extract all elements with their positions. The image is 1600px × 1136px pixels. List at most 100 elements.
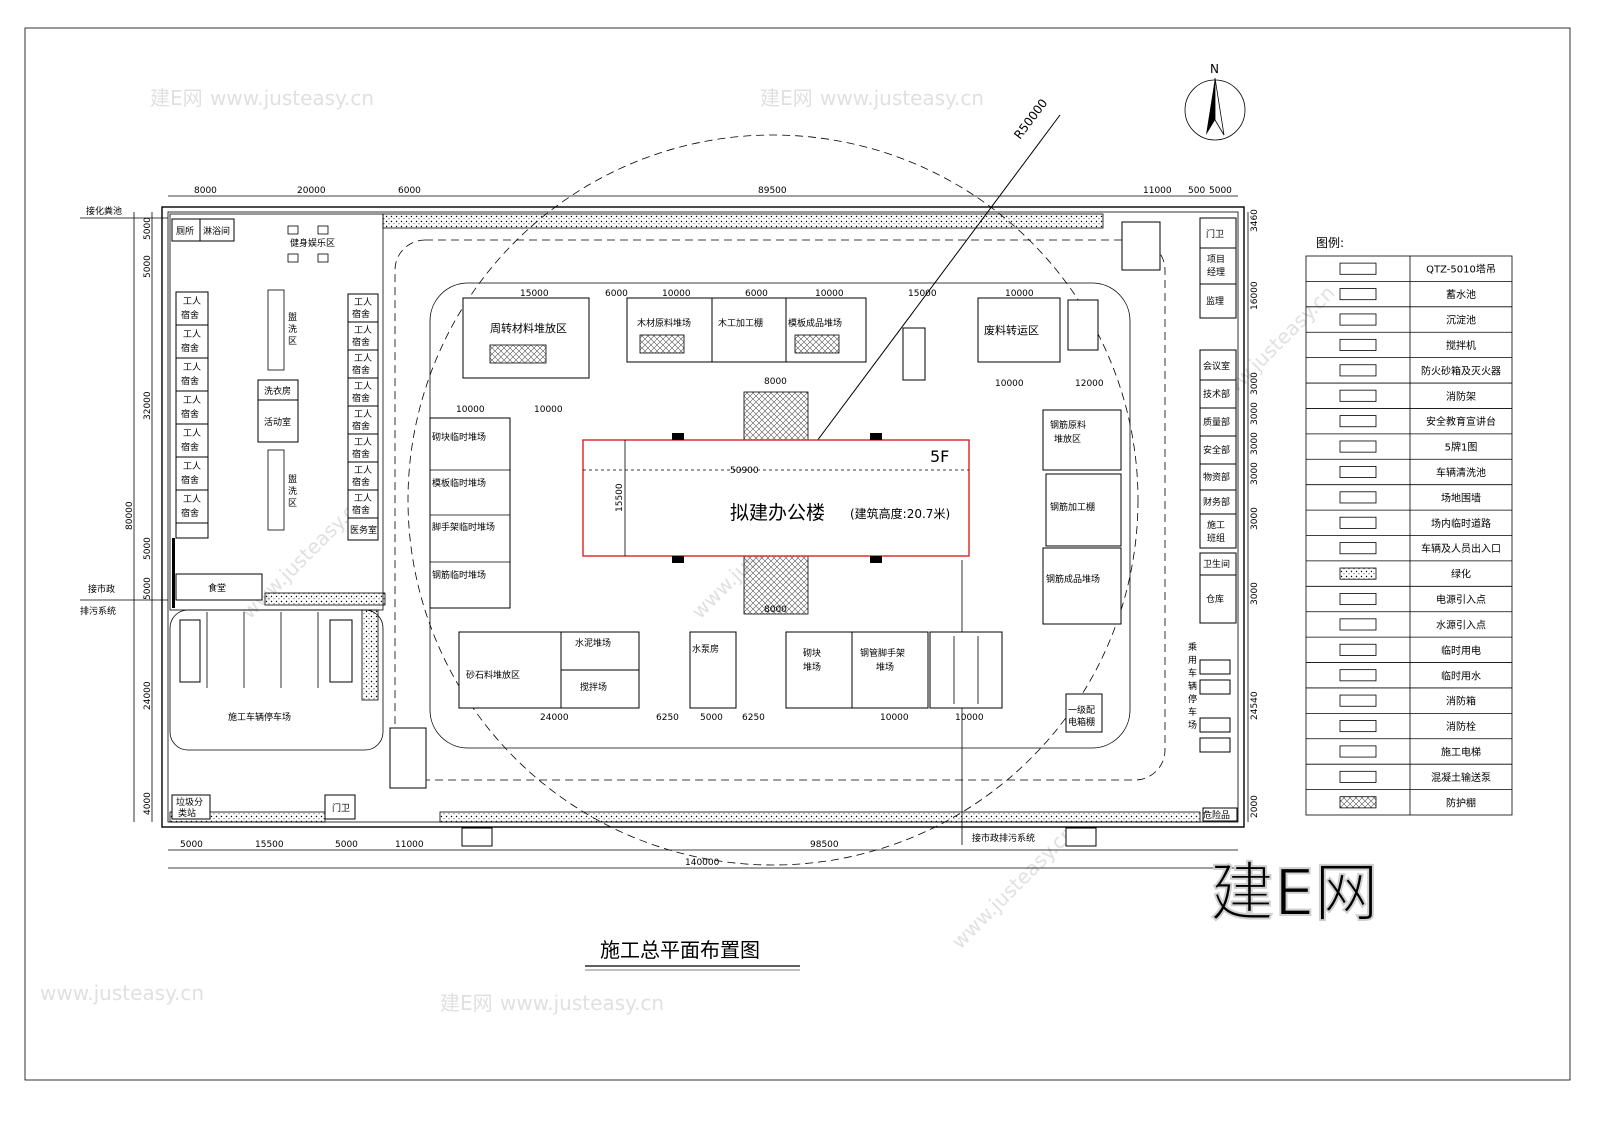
legend-label: 场内临时道路	[1431, 517, 1491, 530]
zone-label: 钢筋成品堆场	[1046, 573, 1100, 585]
legend: 图例: QTZ-5010塔吊蓄水池沉淀池搅拌机防火砂箱及灭火器消防架安全教育宣讲…	[1305, 236, 1513, 816]
legend-label: 5牌1图	[1445, 441, 1478, 454]
legend-label: 沉淀池	[1446, 314, 1476, 327]
zone-label: 周转材料堆放区	[490, 321, 567, 335]
watermark-site: www.justeasy.cn	[40, 981, 204, 1005]
legend-label: 水源引入点	[1436, 618, 1486, 631]
excavator-icon	[329, 619, 353, 683]
dorm-label: 宿舍	[181, 309, 199, 321]
dim-label: 24540	[1250, 691, 1260, 720]
wash-label: 盥	[288, 311, 297, 323]
dim-label: 98500	[810, 840, 839, 850]
zone-label: 模板成品堆场	[788, 317, 842, 329]
dim-label: 5000	[1209, 186, 1232, 196]
legend-label: 绿化	[1451, 568, 1471, 581]
zone-label: 堆场	[876, 662, 894, 673]
legend-symbol	[1339, 440, 1377, 453]
dim-label: 5000	[700, 713, 723, 723]
dim-label: 32000	[143, 391, 153, 420]
zone-label: 木工加工棚	[718, 317, 763, 329]
vehicle-wash-pool	[1121, 221, 1161, 271]
watermark-logo: 建E网	[760, 86, 813, 110]
activity-label: 活动室	[264, 416, 291, 428]
legend-label: 消防箱	[1446, 695, 1476, 708]
zone-label: 搅拌场	[580, 681, 607, 693]
dim-label: 500	[1188, 186, 1205, 196]
legend-symbol	[1339, 567, 1377, 580]
dims-right: 3460 16000 3000 3000 3000 3000 3000 3000…	[1247, 209, 1260, 822]
svg-text:车: 车	[1188, 667, 1197, 679]
office-label: 施工	[1207, 519, 1225, 531]
legend-label: 消防架	[1446, 390, 1476, 403]
dorm-label: 宿舍	[352, 336, 370, 348]
svg-text:辆: 辆	[1188, 680, 1197, 692]
zone-label: 钢筋原料	[1050, 419, 1086, 431]
legend-symbol	[1339, 338, 1377, 351]
dim-label: 10000	[815, 289, 844, 299]
dim-label: 8000	[764, 377, 787, 387]
concrete-pump	[902, 327, 926, 381]
canteen	[175, 573, 263, 601]
building-height: (建筑高度:20.7米)	[850, 506, 950, 521]
truck-icon	[179, 619, 201, 683]
clinic-label: 医务室	[350, 524, 377, 536]
dorm-label: 工人	[183, 296, 201, 307]
dorm-label: 宿舍	[352, 504, 370, 516]
legend-label: 搅拌机	[1446, 339, 1476, 352]
material-zones-bottom: 砂石料堆放区 水泥堆场 搅拌场 水泵房 砌块 堆场 钢管脚手架 堆场 一级配 电…	[458, 631, 1103, 733]
temporary-power-line	[394, 239, 1166, 781]
watermark-logo: 建E网	[150, 86, 203, 110]
zone-label: 堆放区	[1054, 433, 1081, 445]
legend-label: 防火砂箱及灭火器	[1421, 364, 1501, 377]
zone-label: 模板临时堆场	[432, 477, 486, 489]
building-floors: 5F	[930, 447, 949, 466]
watermark-site: www.justeasy.cn	[500, 991, 664, 1015]
zone-label: 脚手架临时堆场	[432, 521, 495, 533]
svg-text:停: 停	[1188, 693, 1197, 705]
dim-label: 12000	[1075, 379, 1104, 389]
garbage-label: 类站	[178, 807, 196, 819]
dorm-label: 工人	[354, 493, 372, 504]
dorm-label: 工人	[354, 353, 372, 364]
greenery-camp	[264, 592, 386, 606]
dim-label: 11000	[1143, 186, 1172, 196]
dorm-label: 工人	[354, 325, 372, 336]
material-zones-left: 砌块临时堆场 模板临时堆场 脚手架临时堆场 钢筋临时堆场 10000 10000	[429, 405, 563, 609]
dim-label: 3000	[1250, 582, 1260, 605]
office-label: 门卫	[1206, 228, 1224, 240]
dim-label: 6000	[605, 289, 628, 299]
dim-label: 20000	[297, 186, 326, 196]
greenery-bottom	[439, 811, 1201, 823]
watermark-logo: 建E网	[440, 991, 493, 1015]
legend-label: 消防栓	[1446, 720, 1476, 733]
parking-label: 施工车辆停车场	[228, 711, 291, 723]
legend-label: 蓄水池	[1446, 288, 1476, 301]
legend-symbol	[1339, 491, 1377, 504]
material-zones-top: 周转材料堆放区 木材原料堆场 木工加工棚 模板成品堆场 废料转运区 15000 …	[462, 289, 1061, 379]
dorm-label: 宿舍	[352, 420, 370, 432]
svg-text:乘: 乘	[1188, 641, 1197, 653]
dim-label: 3460	[1250, 209, 1260, 232]
dim-label: 10000	[995, 379, 1024, 389]
dim-label: 5000	[143, 255, 153, 278]
dorm-label: 宿舍	[181, 375, 199, 387]
dim-label: 10000	[955, 713, 984, 723]
dim-label: 80000	[125, 501, 135, 530]
dim-label: 8000	[194, 186, 217, 196]
dim-label: 5000	[335, 840, 358, 850]
legend-symbol	[1339, 643, 1377, 656]
dim-label: 24000	[143, 681, 153, 710]
legend-symbol	[1339, 288, 1377, 301]
car-parking-right: 乘 用 车 辆 停 车 场 危险品	[1188, 641, 1238, 822]
legend-symbol	[1339, 593, 1377, 606]
dorm-label: 宿舍	[181, 474, 199, 486]
dim-label: 3000	[1250, 432, 1260, 455]
office-label: 物资部	[1203, 471, 1230, 483]
dorm-label: 宿舍	[352, 392, 370, 404]
dorm-label: 宿舍	[352, 448, 370, 460]
dorm-label: 工人	[183, 329, 201, 340]
zone-label: 水泥堆场	[575, 637, 611, 649]
dim-label: 15000	[908, 289, 937, 299]
dim-label: 2000	[1250, 795, 1260, 818]
